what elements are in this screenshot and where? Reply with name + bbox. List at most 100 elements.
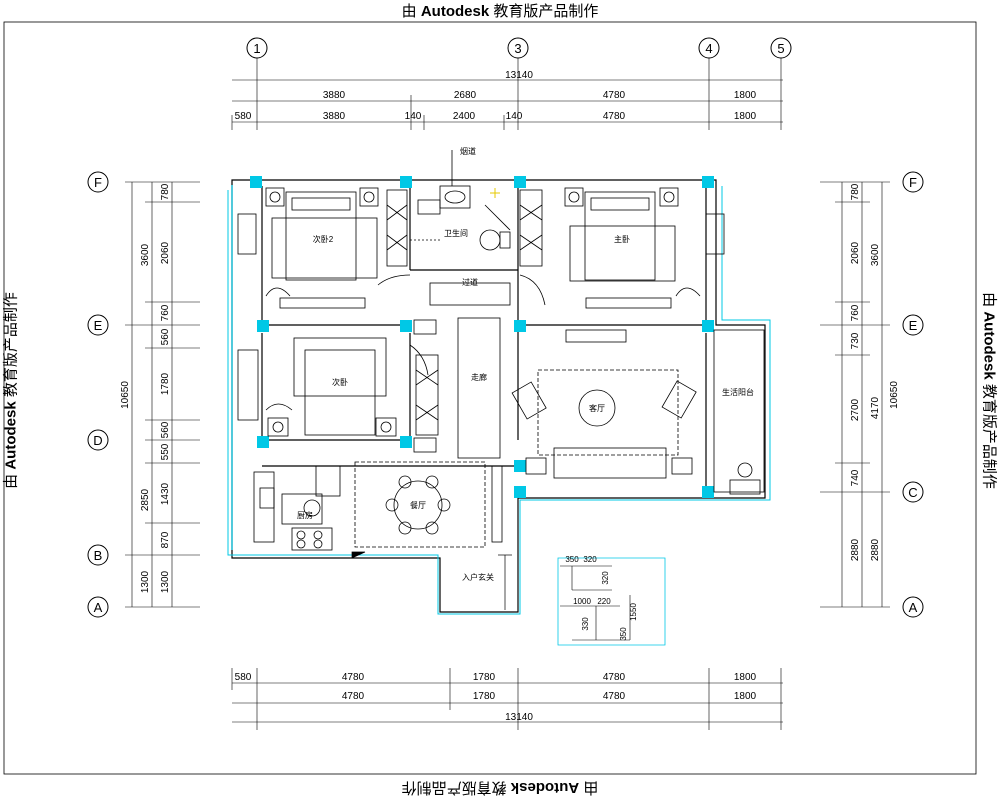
dim-label: 1800 [734,111,757,122]
axis-label: F [94,175,102,190]
bottom-dimensions [231,668,783,730]
room-label-balcony: 生活阳台 [722,387,754,397]
dim-label: 1300 [160,570,171,593]
dim-label: 780 [160,183,171,200]
bathroom-fixtures [410,150,511,251]
room-label-bathroom: 卫生间 [444,228,468,238]
dim-label: 1800 [734,90,757,101]
dim-label: 1780 [473,691,496,702]
dim-label: 2850 [140,488,151,511]
axis-label: C [908,485,917,500]
room-label-bedroom2: 次卧2 [313,234,334,244]
dim-label: 140 [506,111,523,122]
kitchen-fixtures [253,465,341,551]
axis-bubble [87,429,109,451]
dim-label: 10650 [889,381,900,409]
dim-label: 1430 [160,482,171,505]
dim-label: 2880 [850,538,861,561]
dim-label: 2060 [160,241,171,264]
dim-label: 3600 [870,243,881,266]
axis-bubble [87,314,109,336]
axis-label: 4 [705,41,712,56]
living-furniture [511,329,697,479]
axis-label: 5 [777,41,784,56]
dim-label: 580 [235,672,252,683]
dim-label: 2060 [850,241,861,264]
bedroom-furniture [237,337,397,437]
axis-label: A [94,600,103,615]
balcony-fixtures [713,329,765,495]
dim-label: 350 [619,627,628,641]
axis-label: E [909,318,918,333]
room-label-dining: 餐厅 [410,501,426,510]
dim-label: 2680 [454,90,477,101]
dim-label: 560 [160,328,171,345]
step-detail-lines [560,565,631,641]
dim-label: 740 [850,469,861,486]
axis-bubble [87,171,109,193]
dim-label: 2880 [870,538,881,561]
master-furniture [564,187,725,309]
dim-label: 13140 [505,712,533,723]
left-dimensions [125,181,200,608]
dim-label: 760 [160,304,171,321]
axis-label: F [909,175,917,190]
room-label-kitchen: 厨房 [297,510,313,520]
dim-label: 730 [850,332,861,349]
dim-label: 4780 [603,90,626,101]
room-label-corridor: 过道 [462,277,478,287]
dim-label: 4170 [870,396,881,419]
dim-label: 4780 [603,672,626,683]
dim-label: 560 [160,421,171,438]
bedroom2-furniture [237,187,379,309]
structural-columns [250,176,714,498]
dim-label: 1300 [140,570,151,593]
shower-icon [490,188,500,198]
dim-label: 1780 [160,372,171,395]
dim-label: 1800 [734,672,757,683]
room-label-living: 客厅 [589,403,605,413]
room-label-hall: 走廊 [471,372,487,382]
dining-furniture [354,461,503,548]
plumbing-label: 烟道 [460,146,476,156]
dim-label: 320 [583,555,597,564]
axis-bubble [902,314,924,336]
top-dimensions [231,58,783,130]
sheet-border [3,21,977,775]
room-label-entry: 入户玄关 [462,572,494,582]
dim-label: 1780 [473,672,496,683]
right-dimensions [820,181,890,608]
dim-label: 4780 [342,691,365,702]
walls [231,179,766,613]
dim-label: 4780 [603,111,626,122]
dim-label: 4780 [342,672,365,683]
dim-label: 350 [565,555,579,564]
dim-label: 4780 [603,691,626,702]
axis-label: E [94,318,103,333]
watermark-top: 由 Autodesk 教育版产品制作 [401,3,599,20]
axis-bubble [902,481,924,503]
corridor-fixtures [377,274,546,459]
dim-label: 13140 [505,70,533,81]
axis-label: B [94,548,103,563]
dim-label: 1550 [629,603,638,621]
dim-label: 780 [850,183,861,200]
axis-bubbles-right: F E C A [902,171,924,618]
dim-label: 580 [235,111,252,122]
axis-label: D [93,433,102,448]
wardrobes [386,189,543,436]
dim-label: 140 [405,111,422,122]
step-detail [557,557,666,646]
dim-label: 870 [160,531,171,548]
axis-bubble [87,596,109,618]
room-label-bedroom: 次卧 [332,377,348,387]
dim-label: 3880 [323,111,346,122]
axis-bubbles-top: 1 3 4 5 [246,37,792,59]
dim-label: 3880 [323,90,346,101]
dim-label: 320 [601,571,610,585]
dim-label: 550 [160,443,171,460]
dim-label: 10650 [120,381,131,409]
dim-label: 3600 [140,243,151,266]
